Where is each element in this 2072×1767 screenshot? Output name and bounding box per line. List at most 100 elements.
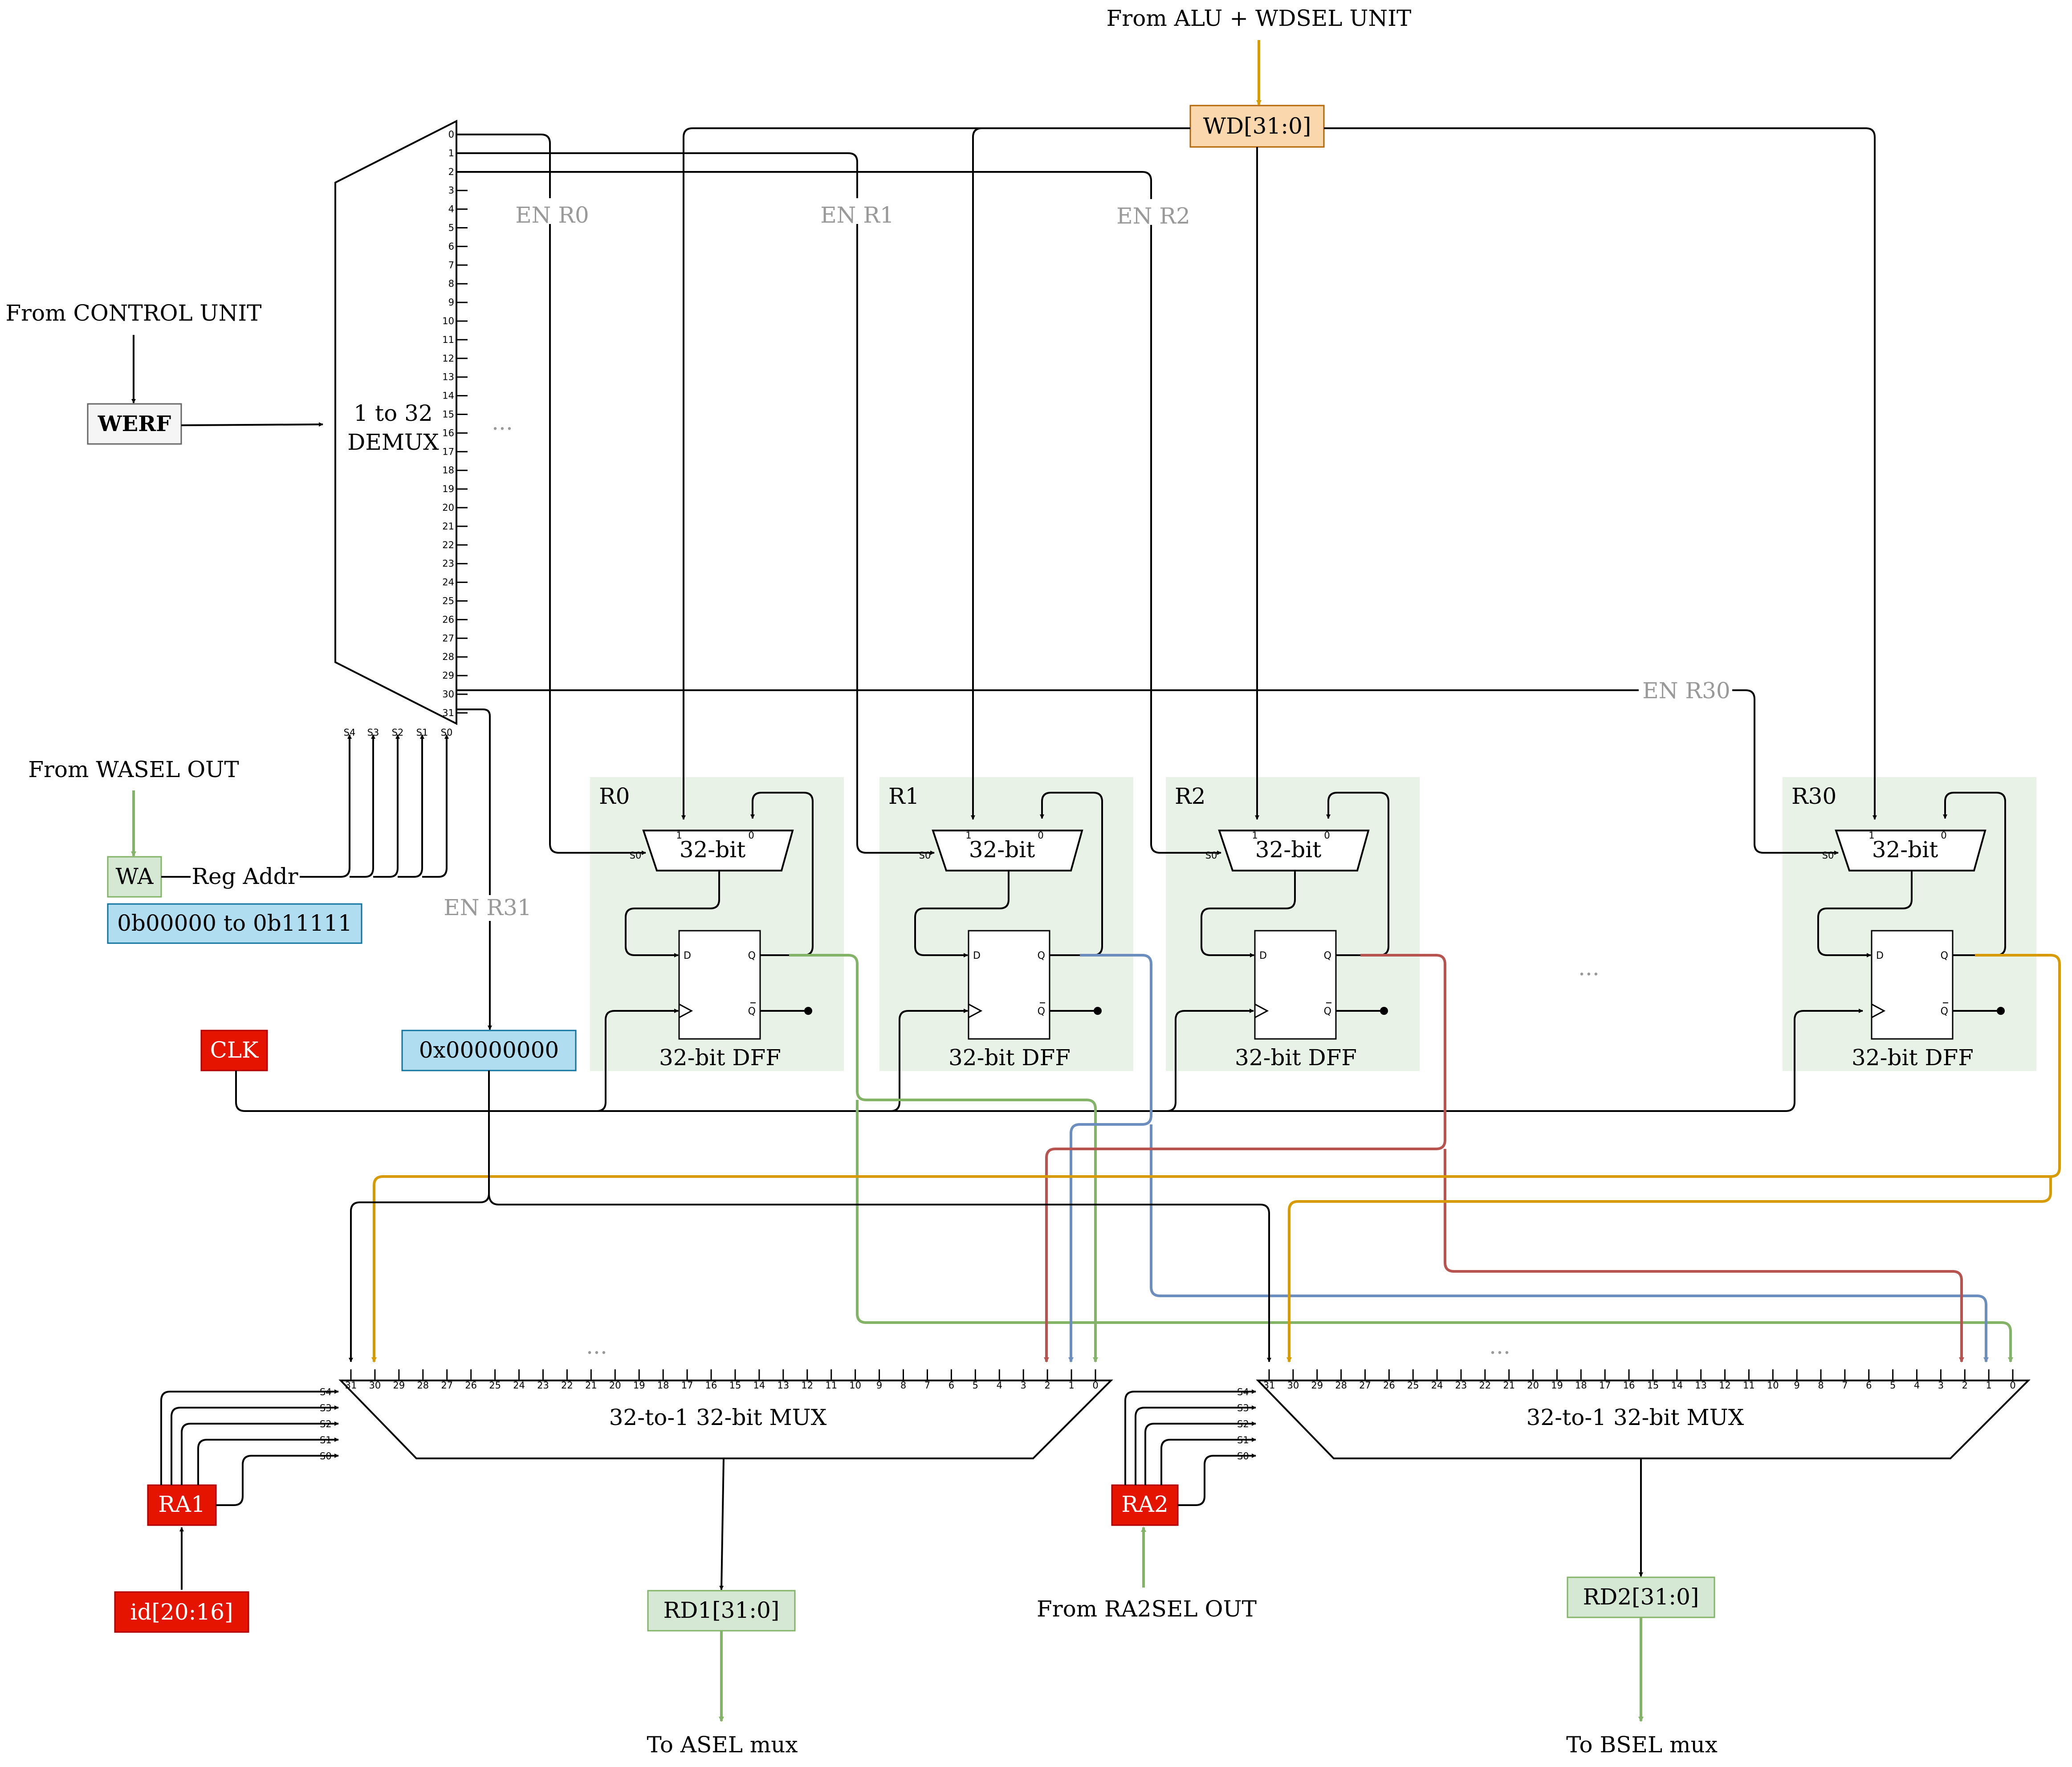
alu-source-label: From ALU + WDSEL UNIT: [1107, 5, 1412, 31]
register-name: R1: [888, 783, 919, 809]
r30-q-to-mux1: [371, 954, 2061, 1363]
werf-box: [87, 403, 182, 445]
register-name: R2: [1175, 783, 1205, 809]
ra1-label: RA1: [158, 1491, 205, 1517]
mux-input-label: 6: [1866, 1380, 1872, 1391]
demux-pin-label: 24: [442, 577, 454, 588]
mux-pin-s0: S0: [1205, 850, 1217, 861]
demux-pin-label: 12: [442, 353, 454, 364]
mux-input-label: 20: [609, 1380, 621, 1391]
register-name: R30: [1791, 783, 1836, 809]
mux-input-label: 30: [369, 1380, 381, 1391]
mux-input-label: 20: [1527, 1380, 1539, 1391]
wd-label: WD[31:0]: [1203, 113, 1311, 139]
wa-to-s2: [373, 734, 400, 878]
ra2-label: RA2: [1121, 1491, 1168, 1517]
mux-input-label: 23: [537, 1380, 549, 1391]
register-mux-label: 32-bit: [1872, 837, 1938, 863]
demux-pin-label: 27: [442, 633, 454, 643]
werf-label: WERF: [98, 411, 171, 436]
en-r30-wire: [456, 689, 1839, 855]
dff-pin-qbar: Q: [1324, 1006, 1331, 1017]
mux-input-label: 11: [825, 1380, 837, 1391]
clock-triangle: [1254, 1003, 1269, 1018]
wd-bus-right: [1324, 127, 1877, 820]
dff-label: 32-bit DFF: [1852, 1045, 1974, 1071]
wasel-source-label: From WASEL OUT: [28, 757, 239, 782]
mux-input-label: 22: [1479, 1380, 1491, 1391]
mux-to-d-wire: [1201, 871, 1296, 957]
r1-q-to-mux1: [1068, 954, 1152, 1363]
demux-pin-label: 14: [442, 391, 454, 401]
mux-input-label: 29: [1311, 1380, 1323, 1391]
dff-pin-q: Q: [1941, 950, 1948, 961]
read-mux2-shape: [1256, 1380, 2031, 1459]
dff-pin-qbar: Q: [748, 1006, 756, 1017]
demux-pin-label: 9: [448, 297, 454, 308]
mux-input-label: 15: [729, 1380, 741, 1391]
demux-pin-label: 7: [448, 260, 454, 270]
demux-label-line1: 1 to 32: [354, 400, 432, 426]
mux-input-label: 26: [1383, 1380, 1395, 1391]
mux-input-label: 14: [1671, 1380, 1683, 1391]
mux-input-label: 27: [441, 1380, 453, 1391]
wd-box: [1189, 105, 1325, 148]
ra-select-wire: [171, 1405, 339, 1485]
wa-box: [107, 856, 162, 898]
mux-input-label: 9: [1794, 1380, 1799, 1391]
mux-input-label: 7: [924, 1380, 930, 1391]
demux-output-pins: 0123456789101112131415161718192021222324…: [442, 129, 468, 718]
clk-to-r1: [890, 1009, 968, 1112]
demux-pin-label: 15: [442, 409, 454, 420]
mux-input-label: 31: [1263, 1380, 1275, 1391]
mux-input-label: 4: [997, 1380, 1002, 1391]
clk-label: CLK: [210, 1037, 259, 1063]
read-mux1-ellipsis: ...: [586, 1333, 607, 1359]
rd1-label: RD1[31:0]: [664, 1597, 780, 1623]
demux-pin-label: 17: [442, 446, 454, 457]
dff-box: [968, 930, 1050, 1040]
ra2sel-source-label: From RA2SEL OUT: [1037, 1596, 1257, 1622]
mux-input-label: 12: [801, 1380, 813, 1391]
wd-bus-left: [681, 127, 1190, 820]
mux-input-label: 17: [1599, 1380, 1611, 1391]
en-r0-label: EN R0: [515, 202, 589, 228]
mux-input-label: 18: [657, 1380, 669, 1391]
dff-label: 32-bit DFF: [948, 1045, 1071, 1071]
clk-to-r2: [1166, 1009, 1254, 1112]
mux-input-label: 17: [681, 1380, 693, 1391]
demux-pin-label: 30: [442, 689, 454, 700]
wa-to-s1: [398, 734, 424, 878]
dff-pin-d: D: [684, 950, 691, 961]
wd-bus-r1: [971, 127, 982, 820]
demux-pin-label: 3: [448, 185, 454, 196]
ra-select-wire: [1135, 1405, 1256, 1485]
mux-input-label: 15: [1647, 1380, 1659, 1391]
mux-pin-0: 0: [748, 830, 754, 841]
mux-input-label: 29: [393, 1380, 405, 1391]
mux-input-label: 12: [1719, 1380, 1731, 1391]
dff-pin-q: Q: [748, 950, 756, 961]
demux-pin-label: 8: [448, 278, 454, 289]
mux-input-label: 16: [1623, 1380, 1635, 1391]
en-r2-wire: [456, 171, 1221, 855]
mux-input-label: 8: [1818, 1380, 1824, 1391]
wa-to-s0: [422, 734, 449, 878]
mux-input-label: 14: [753, 1380, 765, 1391]
mux-input-label: 2: [1044, 1380, 1050, 1391]
mux-input-label: 0: [2010, 1380, 2015, 1391]
en-r1-wire: [456, 152, 935, 855]
clock-triangle: [679, 1003, 693, 1018]
mux-input-label: 16: [705, 1380, 717, 1391]
mux-input-label: 13: [777, 1380, 789, 1391]
mux-input-label: 0: [1092, 1380, 1098, 1391]
dff-box: [1871, 930, 1954, 1040]
demux-pin-label: 25: [442, 596, 454, 607]
dff-pin-q: Q: [1038, 950, 1045, 961]
en-r31-label: EN R31: [444, 895, 531, 920]
mux-input-label: 30: [1287, 1380, 1299, 1391]
